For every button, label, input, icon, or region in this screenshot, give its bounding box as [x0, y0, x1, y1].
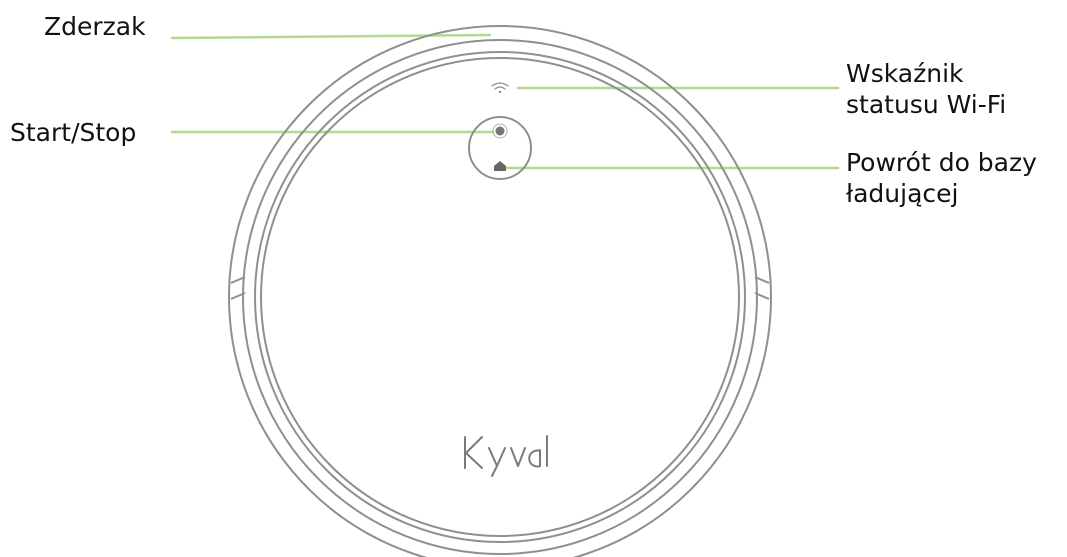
- label-start-stop-text: Start/Stop: [10, 117, 136, 148]
- label-wifi-status: Wskaźnik statusu Wi-Fi: [846, 58, 1006, 120]
- leader-lines: [172, 35, 838, 168]
- top-cover-outer: [255, 52, 745, 542]
- label-dock-line-1: Powrót do bazy: [846, 147, 1037, 178]
- robot-body: [229, 26, 771, 557]
- label-start-stop: Start/Stop: [10, 117, 136, 148]
- label-wifi-line-1: Wskaźnik: [846, 58, 1006, 89]
- control-panel: [469, 117, 531, 179]
- label-bumper: Zderzak: [44, 11, 146, 42]
- home-button[interactable]: [494, 161, 506, 171]
- label-bumper-text: Zderzak: [44, 11, 146, 42]
- leader-line-bumper: [172, 35, 490, 38]
- wifi-icon: [492, 83, 508, 93]
- start-stop-button[interactable]: [493, 124, 507, 138]
- bumper-outer-ring: [229, 26, 771, 557]
- kyvol-logo: [465, 436, 547, 476]
- label-wifi-line-2: statusu Wi-Fi: [846, 89, 1006, 120]
- label-dock-line-2: ładującej: [846, 178, 1037, 209]
- label-return-to-dock: Powrót do bazy ładującej: [846, 147, 1037, 209]
